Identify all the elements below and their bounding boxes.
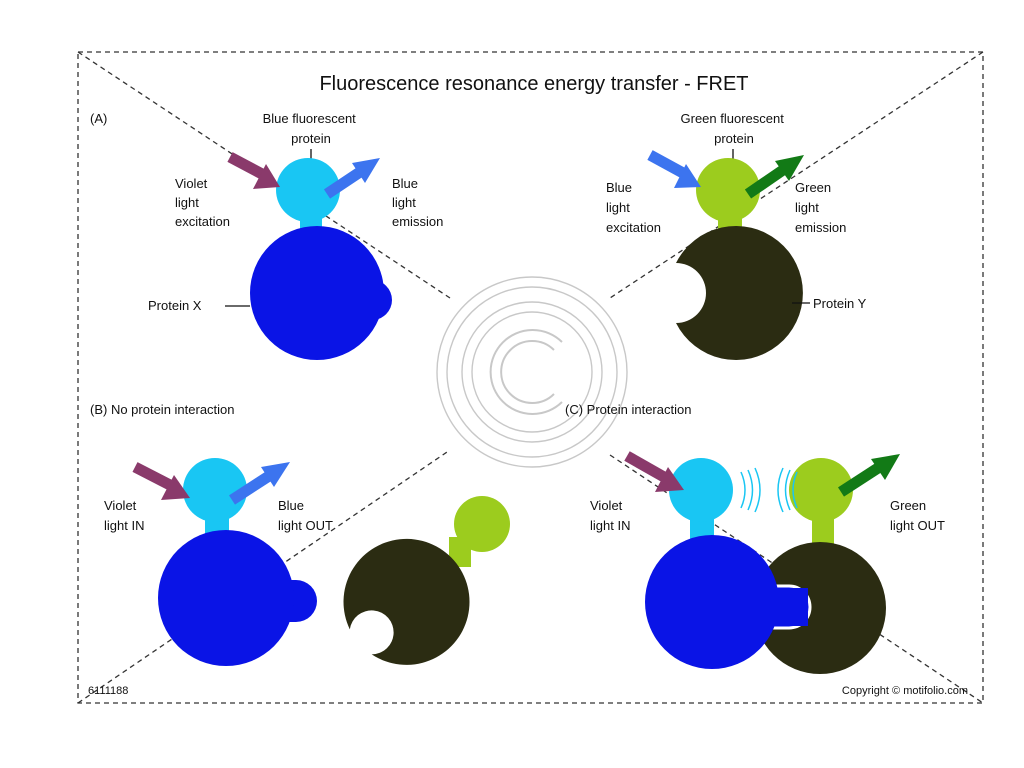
panel-c-protein-y xyxy=(754,458,886,674)
protein-x xyxy=(250,158,392,360)
energy-transfer-waves xyxy=(740,467,798,513)
blue-excitation-label: Blue light excitation xyxy=(606,180,661,235)
green-emission-label: Green light emission xyxy=(795,180,846,235)
violet-arrow-a xyxy=(227,152,280,189)
image-id: 6111188 xyxy=(88,685,128,697)
green-arrow-a xyxy=(744,155,804,199)
panel-b-protein-y xyxy=(343,496,510,665)
blue-emission-label: Blue light emission xyxy=(392,176,443,229)
bfp-a xyxy=(276,158,340,222)
dashed-frame xyxy=(77,51,984,704)
copyright-text: Copyright © motifolio.com xyxy=(842,685,968,697)
diagonal-line-3 xyxy=(77,449,451,704)
blue-arrow-right xyxy=(647,150,701,188)
green-arrow-c xyxy=(838,454,900,497)
panel-b-title: (B) No protein interaction xyxy=(90,402,235,417)
diagram-title: Fluorescence resonance energy transfer -… xyxy=(319,73,748,95)
violet-arrow-b xyxy=(132,462,190,500)
panel-b-violet-in-label: Violet light IN xyxy=(104,498,144,533)
panel-b-protein-x xyxy=(158,458,317,666)
gfp-label: Green fluorescent protein xyxy=(681,111,788,146)
panel-c-protein-x xyxy=(645,458,812,669)
protein-x-label: Protein X xyxy=(148,298,202,313)
panel-a-letter: (A) xyxy=(90,111,107,126)
violet-arrow-c xyxy=(624,451,684,492)
protein-y xyxy=(676,158,803,360)
panel-c-green-out-label: Green light OUT xyxy=(890,498,945,533)
protein-y-label: Protein Y xyxy=(813,296,867,311)
panel-c-violet-in-label: Violet light IN xyxy=(590,498,630,533)
copyright-icon xyxy=(436,276,628,468)
panel-c-title: (C) Protein interaction xyxy=(565,402,691,417)
blue-arrow-b xyxy=(229,462,290,505)
diagonal-line-1 xyxy=(77,51,451,299)
violet-excitation-label: Violet light excitation xyxy=(175,176,230,229)
diagonal-line-2 xyxy=(609,51,984,299)
bfp-label: Blue fluorescent protein xyxy=(263,111,360,146)
panel-b-blue-out-label: Blue light OUT xyxy=(278,498,333,533)
blue-arrow-a xyxy=(323,158,380,199)
gfp-a xyxy=(696,158,760,222)
